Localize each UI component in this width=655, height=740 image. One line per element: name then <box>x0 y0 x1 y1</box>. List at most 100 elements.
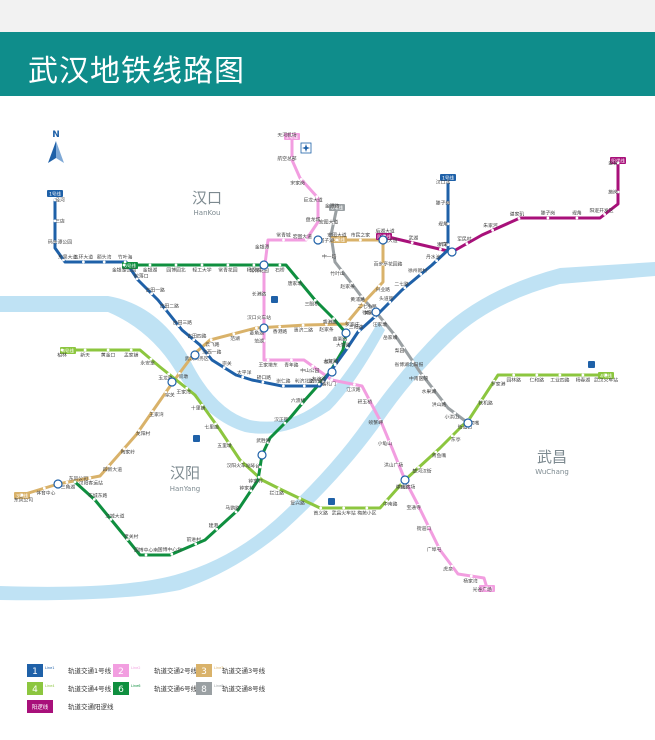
station-dot[interactable] <box>353 383 356 386</box>
station-dot[interactable] <box>149 357 153 361</box>
station-dot[interactable] <box>232 332 236 336</box>
interchange-icon[interactable] <box>327 367 337 377</box>
station-dot[interactable] <box>402 346 406 350</box>
station-dot[interactable] <box>129 348 133 352</box>
station-dot[interactable] <box>214 422 218 426</box>
station-dot[interactable] <box>257 475 261 479</box>
station-dot[interactable] <box>616 190 620 194</box>
station-dot[interactable] <box>106 348 110 352</box>
station-dot[interactable] <box>416 503 420 507</box>
station-dot[interactable] <box>431 387 435 390</box>
station-dot[interactable] <box>332 317 335 321</box>
station-dot[interactable] <box>330 238 334 241</box>
station-dot[interactable] <box>122 447 126 450</box>
station-dot[interactable] <box>342 506 346 510</box>
station-dot[interactable] <box>302 384 306 388</box>
station-dot[interactable] <box>255 326 258 330</box>
station-dot[interactable] <box>178 372 181 375</box>
station-dot[interactable] <box>333 362 337 365</box>
station-dot[interactable] <box>290 358 293 362</box>
station-dot[interactable] <box>435 259 438 262</box>
station-dot[interactable] <box>311 364 315 368</box>
station-dot[interactable] <box>60 348 64 352</box>
station-dot[interactable] <box>346 346 349 350</box>
interchange-icon[interactable] <box>378 235 388 245</box>
station-dot[interactable] <box>297 278 301 282</box>
station-dot[interactable] <box>441 400 445 403</box>
station-dot[interactable] <box>343 338 347 342</box>
station-dot[interactable] <box>396 461 400 465</box>
station-dot[interactable] <box>603 213 606 216</box>
station-dot[interactable] <box>485 586 489 590</box>
station-dot[interactable] <box>410 241 414 245</box>
station-dot[interactable] <box>170 552 174 556</box>
station-dot[interactable] <box>20 493 24 497</box>
station-dot[interactable] <box>301 323 305 327</box>
station-dot[interactable] <box>421 373 424 377</box>
station-dot[interactable] <box>278 263 282 267</box>
station-dot[interactable] <box>480 399 483 402</box>
station-dot[interactable] <box>290 133 294 137</box>
station-dot[interactable] <box>283 421 287 425</box>
station-dot[interactable] <box>73 480 77 484</box>
station-dot[interactable] <box>107 464 110 468</box>
interchange-icon[interactable] <box>257 450 267 460</box>
station-dot[interactable] <box>150 292 154 295</box>
station-dot[interactable] <box>517 217 521 220</box>
station-dot[interactable] <box>365 506 369 510</box>
station-dot[interactable] <box>450 434 454 438</box>
station-dot[interactable] <box>446 222 450 226</box>
station-dot[interactable] <box>126 538 129 541</box>
station-dot[interactable] <box>317 382 321 386</box>
station-dot[interactable] <box>330 378 333 382</box>
station-dot[interactable] <box>335 205 339 209</box>
station-dot[interactable] <box>437 545 440 549</box>
station-dot[interactable] <box>392 333 396 336</box>
station-dot[interactable] <box>332 254 336 258</box>
station-dot[interactable] <box>135 277 139 281</box>
station-dot[interactable] <box>92 498 96 501</box>
station-dot[interactable] <box>427 524 430 528</box>
station-dot[interactable] <box>122 263 126 267</box>
station-dot[interactable] <box>325 323 328 326</box>
station-dot[interactable] <box>604 373 608 377</box>
station-dot[interactable] <box>215 527 219 531</box>
station-dot[interactable] <box>340 268 343 272</box>
station-dot[interactable] <box>321 380 325 384</box>
station-dot[interactable] <box>226 263 230 267</box>
station-dot[interactable] <box>144 553 148 557</box>
station-dot[interactable] <box>222 366 226 369</box>
station-dot[interactable] <box>282 384 285 388</box>
interchange-icon[interactable] <box>53 479 63 489</box>
station-dot[interactable] <box>227 441 231 445</box>
station-dot[interactable] <box>362 301 365 305</box>
station-dot[interactable] <box>249 489 253 493</box>
station-dot[interactable] <box>403 286 407 290</box>
station-dot[interactable] <box>262 339 266 343</box>
station-dot[interactable] <box>575 216 579 220</box>
station-dot[interactable] <box>185 386 189 390</box>
station-dot[interactable] <box>381 262 385 266</box>
station-dot[interactable] <box>388 300 392 304</box>
station-dot[interactable] <box>450 564 454 568</box>
station-dot[interactable] <box>262 292 266 296</box>
station-dot[interactable] <box>82 260 85 264</box>
station-dot[interactable] <box>347 319 350 323</box>
station-dot[interactable] <box>388 440 391 444</box>
station-dot[interactable] <box>290 156 294 160</box>
interchange-icon[interactable] <box>463 418 473 428</box>
station-dot[interactable] <box>266 358 270 362</box>
station-dot[interactable] <box>298 497 302 500</box>
interchange-icon[interactable] <box>167 377 177 387</box>
station-dot[interactable] <box>332 221 335 225</box>
station-dot[interactable] <box>350 282 353 285</box>
station-dot[interactable] <box>148 263 152 267</box>
station-dot[interactable] <box>278 325 282 328</box>
station-dot[interactable] <box>491 228 494 232</box>
station-dot[interactable] <box>102 260 106 264</box>
station-dot[interactable] <box>234 510 238 514</box>
station-dot[interactable] <box>83 348 87 352</box>
station-dot[interactable] <box>282 238 285 242</box>
station-dot[interactable] <box>252 263 256 267</box>
station-dot[interactable] <box>360 295 363 299</box>
